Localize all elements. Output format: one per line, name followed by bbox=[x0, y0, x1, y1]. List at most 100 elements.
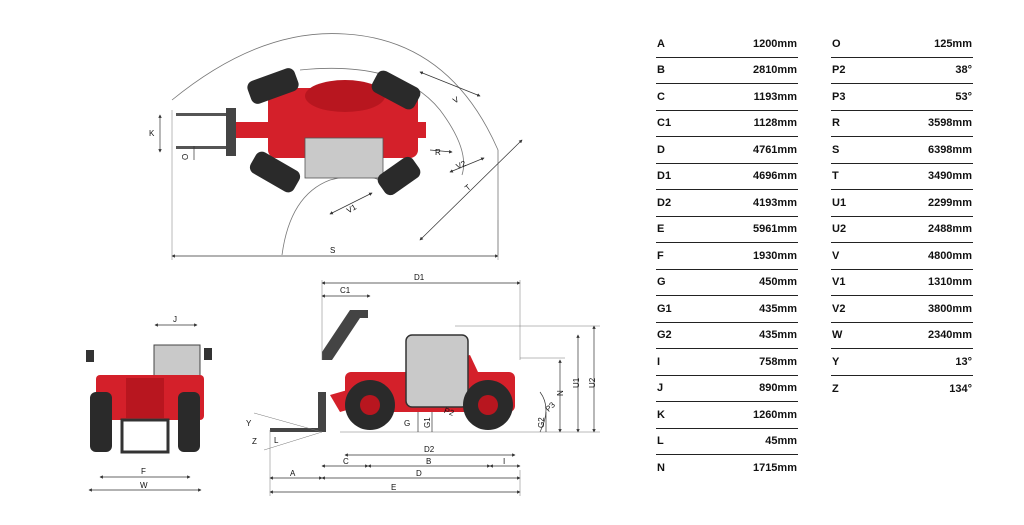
dimension-label: N bbox=[657, 462, 665, 475]
side-cab bbox=[405, 334, 469, 408]
dimension-row: G 450mm bbox=[656, 270, 798, 296]
dimension-label: V1 bbox=[832, 276, 846, 289]
dimension-label: A bbox=[657, 37, 665, 50]
label-E: E bbox=[391, 483, 396, 492]
dimension-label: G bbox=[657, 276, 666, 289]
label-D: D bbox=[416, 469, 422, 478]
dimension-value: 3598mm bbox=[927, 117, 972, 130]
label-G: G bbox=[404, 419, 410, 428]
label-D2: D2 bbox=[424, 445, 435, 454]
label-T: T bbox=[463, 183, 473, 193]
dimension-value: 134° bbox=[949, 382, 972, 395]
front-boom bbox=[126, 378, 164, 418]
dimension-label: G1 bbox=[657, 302, 672, 315]
dimension-value: 1310mm bbox=[927, 276, 972, 289]
dimension-label: P2 bbox=[832, 64, 846, 77]
label-P2: P2 bbox=[443, 406, 456, 418]
dimension-label: C bbox=[657, 90, 665, 103]
dimension-value: 1193mm bbox=[753, 90, 797, 103]
dimension-label: B bbox=[657, 64, 665, 77]
dimension-row: E 5961mm bbox=[656, 217, 798, 243]
side-boom-raised bbox=[322, 310, 368, 360]
dimension-value: 1930mm bbox=[752, 249, 797, 262]
label-R: R bbox=[435, 148, 441, 157]
dimension-row: Z 134° bbox=[831, 376, 973, 403]
dimension-value: 5961mm bbox=[752, 223, 797, 236]
dimension-drawing: S K O R V V2 T V1 J F W bbox=[86, 33, 600, 496]
dimension-row: F 1930mm bbox=[656, 243, 798, 270]
dimension-value: 4761mm bbox=[752, 143, 797, 156]
dimension-label: F bbox=[657, 249, 664, 262]
dimension-label: G2 bbox=[657, 329, 672, 342]
label-G2: G2 bbox=[537, 417, 546, 428]
dimension-label: D1 bbox=[657, 170, 672, 183]
dimension-label: V bbox=[832, 249, 840, 262]
dimension-value: 4193mm bbox=[752, 196, 797, 209]
dimension-value: 1200mm bbox=[752, 37, 797, 50]
label-C: C bbox=[343, 457, 349, 466]
dimension-label: W bbox=[832, 329, 843, 342]
dimension-value: 2299mm bbox=[927, 196, 972, 209]
side-view: C1 D1 D2 C B I A D E Y Z L G G1 G2 P2 P3… bbox=[246, 273, 600, 496]
label-Z: Z bbox=[252, 437, 257, 446]
dimension-row: G2 435mm bbox=[656, 323, 798, 349]
dimension-label: R bbox=[832, 117, 840, 130]
dimension-value: 1260mm bbox=[752, 408, 797, 421]
dimension-label: S bbox=[832, 143, 840, 156]
top-wheel-fr bbox=[249, 151, 301, 193]
label-V: V bbox=[451, 95, 461, 106]
top-wheel-rr bbox=[377, 156, 421, 196]
front-fork-frame bbox=[120, 418, 170, 454]
dimension-row: C1 1128mm bbox=[656, 111, 798, 137]
dimension-label: U1 bbox=[832, 196, 847, 209]
dimension-value: 53° bbox=[955, 90, 972, 103]
dimension-value: 758mm bbox=[759, 355, 797, 368]
dimension-value: 1128mm bbox=[753, 117, 797, 130]
top-cab bbox=[304, 137, 384, 179]
dimension-value: 4696mm bbox=[752, 170, 797, 183]
label-K: K bbox=[149, 129, 155, 138]
dimension-label: Z bbox=[832, 382, 839, 395]
dimension-value: 4800mm bbox=[927, 249, 972, 262]
dimension-label: C1 bbox=[657, 117, 672, 130]
dimension-label: E bbox=[657, 223, 665, 236]
label-I: I bbox=[503, 457, 505, 466]
dimension-value: 890mm bbox=[759, 382, 797, 395]
front-mirror-left bbox=[86, 350, 94, 362]
label-S: S bbox=[330, 246, 335, 255]
label-W: W bbox=[140, 481, 148, 490]
dimension-value: 450mm bbox=[759, 276, 797, 289]
top-fork-lower bbox=[176, 146, 230, 149]
label-U1: U1 bbox=[572, 377, 581, 388]
dimension-row: G1 435mm bbox=[656, 296, 798, 323]
dimension-row: W 2340mm bbox=[831, 323, 973, 349]
dimension-value: 13° bbox=[955, 355, 972, 368]
top-view: S K O R V V2 T V1 bbox=[149, 33, 523, 260]
dimension-value: 435mm bbox=[759, 329, 797, 342]
side-fork bbox=[270, 428, 322, 432]
front-wheel-left bbox=[90, 392, 112, 452]
dimension-label: I bbox=[657, 355, 661, 368]
dimension-value: 2340mm bbox=[927, 329, 972, 342]
dimension-label: J bbox=[657, 382, 664, 395]
dimension-row: V 4800mm bbox=[831, 243, 973, 270]
dimension-label: D2 bbox=[657, 196, 672, 209]
dimension-value: 45mm bbox=[765, 435, 797, 448]
dimension-row: A 1200mm bbox=[656, 31, 798, 58]
label-N: N bbox=[556, 390, 565, 396]
label-Y: Y bbox=[246, 419, 252, 428]
dimension-label: V2 bbox=[832, 302, 846, 315]
dimension-value: 435mm bbox=[759, 302, 797, 315]
dimension-value: 3490mm bbox=[927, 170, 972, 183]
dimension-value: 125mm bbox=[934, 37, 972, 50]
top-fork-carriage bbox=[226, 108, 236, 156]
label-U2: U2 bbox=[588, 377, 597, 388]
dimension-row: C 1193mm bbox=[656, 84, 798, 111]
dimension-row: R 3598mm bbox=[831, 111, 973, 137]
